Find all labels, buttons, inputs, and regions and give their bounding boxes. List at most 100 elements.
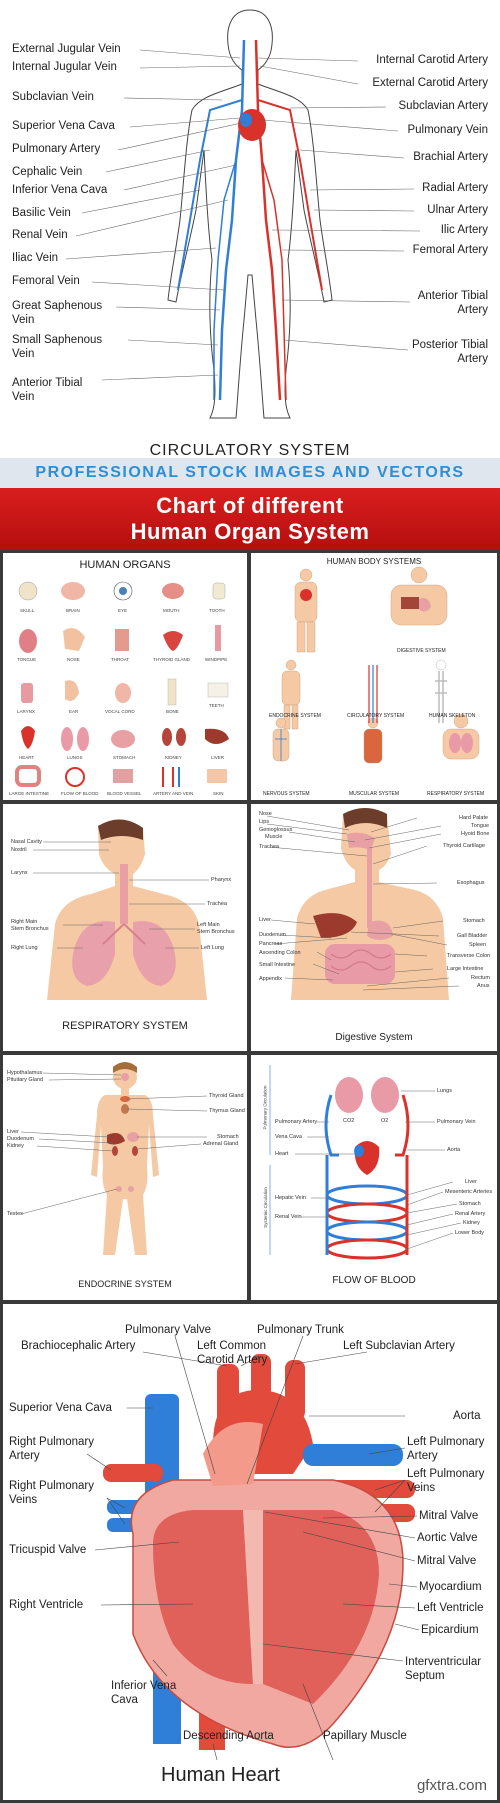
circ-label-left: Inferior Vena Cava: [12, 184, 108, 196]
organ-label: THYROID GLAND: [153, 657, 191, 662]
heart-label-left: Veins: [9, 1494, 38, 1506]
resp-label-left: Larynx: [11, 870, 28, 876]
heart-label-right: Mitral Valve: [417, 1555, 477, 1567]
digest-label-left: Lips: [259, 819, 270, 825]
digest-label-right: Thyroid Cartilage: [443, 843, 485, 849]
body-systems-illustrations: [272, 566, 480, 764]
organ-label: SKIN: [213, 791, 224, 796]
resp-label-left: Nasal Cavity: [11, 839, 42, 845]
circ-label-right: Ulnar Artery: [427, 204, 488, 216]
endo-label-right: Stomach: [217, 1134, 239, 1140]
circ-label-right: Posterior Tibial: [411, 339, 488, 351]
organ-label: MOUTH: [163, 608, 180, 613]
heart-label-top: Left Subclavian Artery: [343, 1340, 455, 1352]
heart-label-left: Superior Vena Cava: [9, 1402, 112, 1414]
heart-label-left: Right Ventricle: [9, 1599, 84, 1611]
heart-label-left: Tricuspid Valve: [9, 1544, 87, 1556]
heart-label-right: Epicardium: [421, 1624, 479, 1636]
circ-label-right: Artery: [457, 353, 488, 365]
flow-label-left: Renal Vein: [275, 1214, 302, 1220]
organ-label: TONGUE: [17, 657, 37, 662]
banner-title-box: Chart of different Human Organ System: [0, 488, 500, 550]
organ-label: BONE: [166, 709, 179, 714]
endo-label-left: Testes: [7, 1211, 23, 1217]
digestive-title: Digestive System: [335, 1032, 413, 1043]
heart-label-bottom: Papillary Muscle: [323, 1730, 407, 1742]
organ-label: EAR: [69, 709, 79, 714]
circ-label-right: Internal Carotid Artery: [376, 54, 488, 66]
heart-label-bottom: Descending Aorta: [183, 1730, 274, 1742]
circ-label-left: Femoral Vein: [12, 275, 80, 287]
flow-label-right: Kidney: [463, 1220, 480, 1226]
organ-label: LARGE INTESTINE: [9, 791, 50, 796]
heart-label-right: Left Pulmonary: [407, 1436, 485, 1448]
flow-o2-label: O2: [381, 1118, 389, 1124]
flow-label-right: Lower Body: [455, 1230, 485, 1236]
resp-label-left: Nostril: [11, 847, 27, 853]
heart-label-right: Artery: [407, 1450, 438, 1462]
heart-label-right: Myocardium: [419, 1581, 482, 1593]
digest-label-left: Appendix: [259, 976, 282, 982]
circ-label-left: Great Saphenous: [12, 300, 103, 312]
endo-label-left: Pituitary Gland: [7, 1077, 44, 1083]
flow-label-right: Liver: [465, 1179, 477, 1185]
circ-label-left: External Jugular Vein: [12, 43, 121, 55]
heart-label-right: Interventricular: [405, 1656, 482, 1668]
heart-label-left: Right Pulmonary: [9, 1436, 95, 1448]
digest-label-right: Gall Bladder: [457, 933, 488, 939]
human-organs-panel: HUMAN ORGANS: [3, 553, 247, 800]
heart-label-right: Septum: [405, 1670, 445, 1682]
digest-label-left: Liver: [259, 917, 271, 923]
heart-label-left: Inferior Vena: [111, 1680, 177, 1692]
body-systems-panel: HUMAN BODY SYSTEMS DIGESTIVE SYSTEM ENDO…: [251, 553, 497, 800]
organ-label: THROAT: [111, 657, 130, 662]
digest-label-left: Trachea: [259, 844, 279, 850]
respiratory-illustration: [33, 819, 209, 1000]
bodysystem-caption: NERVOUS SYSTEM: [263, 791, 310, 797]
circ-label-left: Vein: [12, 314, 35, 326]
organ-label: LIVER: [211, 755, 225, 760]
flow-label-right: Mesenteric Arteries: [445, 1189, 493, 1195]
circ-label-right: Subclavian Artery: [398, 100, 489, 112]
digest-label-left: Ascending Colon: [259, 950, 301, 956]
bodysystem-caption: HUMAN SKELETON: [429, 713, 476, 719]
resp-label-right: Pharynx: [211, 877, 232, 883]
heart-title: Human Heart: [161, 1764, 280, 1786]
heart-label-right: Mitral Valve: [419, 1510, 479, 1522]
bodysystem-caption: MUSCULAR SYSTEM: [349, 791, 400, 797]
circ-label-left: Renal Vein: [12, 229, 68, 241]
heart-illustration: [86, 1335, 420, 1761]
circ-label-left: Vein: [12, 391, 35, 403]
heart-label-left: Right Pulmonary: [9, 1480, 95, 1492]
heart-label-top: Pulmonary Trunk: [257, 1324, 344, 1336]
organ-label: VOCAL CORD: [105, 709, 135, 714]
circ-label-left: Basilic Vein: [12, 207, 71, 219]
digest-label-left: Genioglossus: [259, 827, 293, 833]
flow-of-blood-illustration: [269, 1065, 462, 1260]
digest-label-right: Tongue: [471, 823, 490, 829]
organs-title: HUMAN ORGANS: [79, 559, 171, 571]
flow-label-right: Stomach: [459, 1201, 481, 1207]
heart-label-right: Left Pulmonary: [407, 1468, 485, 1480]
heart-label-right: Veins: [407, 1482, 436, 1494]
endo-label-left: Kidney: [7, 1143, 24, 1149]
flow-label-left: Hepatic Vein: [275, 1195, 306, 1201]
circ-label-right: Ilic Artery: [440, 224, 488, 236]
flow-label-right: Aorta: [447, 1147, 461, 1153]
resp-label-right: Stem Bronchus: [197, 929, 235, 935]
digest-label-right: Hard Palate: [459, 815, 489, 821]
heart-label-left: Artery: [9, 1450, 40, 1462]
respiratory-title: RESPIRATORY SYSTEM: [62, 1020, 188, 1032]
resp-label-right: Left Main: [197, 922, 220, 928]
digest-label-left: Nose: [259, 811, 272, 817]
banner-title-line2: Human Organ System: [130, 519, 370, 544]
flow-title: FLOW OF BLOOD: [332, 1275, 416, 1286]
endo-label-left: Hypothalamus: [7, 1070, 43, 1076]
flow-label-left: Vena Cava: [275, 1134, 302, 1140]
bodysystem-caption: RESPIRATORY SYSTEM: [427, 791, 485, 797]
organ-label: KIDNEY: [165, 755, 182, 760]
circ-label-right: Pulmonary Vein: [407, 124, 488, 136]
respiratory-panel: Nasal Cavity Nostril Larynx Right Main S…: [3, 804, 247, 1051]
organ-label: HEART: [19, 755, 35, 760]
circ-label-right: Brachial Artery: [413, 151, 488, 163]
